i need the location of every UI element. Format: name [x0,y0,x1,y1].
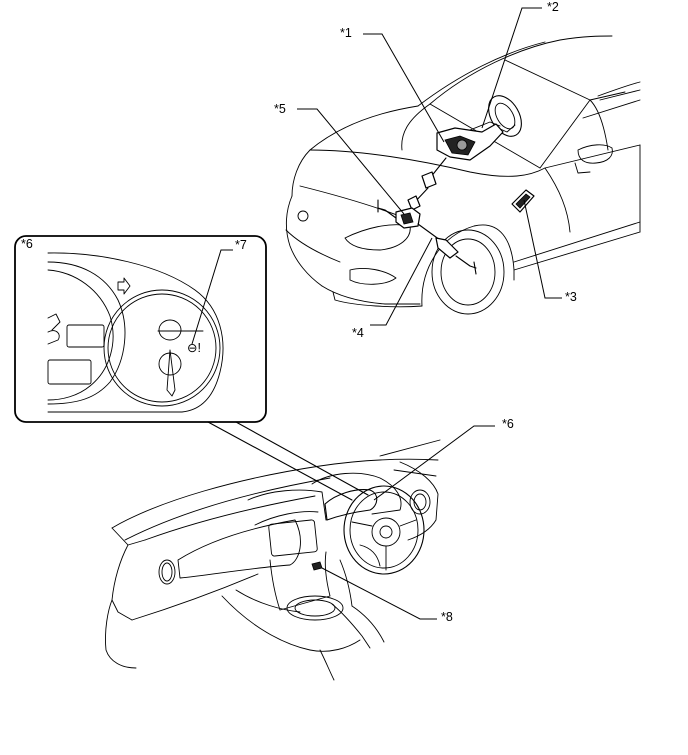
callout-3: *3 [565,290,577,304]
callout-7: *7 [235,238,247,252]
callout-5: *5 [274,102,286,116]
callout-4: *4 [352,326,364,340]
dashboard-illustration [105,439,441,681]
power-steering-warning-light: ⊖! [187,341,201,355]
callout-6: *6 [502,417,514,431]
combination-meter-inset: ⊖! [14,235,267,423]
leader-lines [191,7,562,620]
callout-8: *8 [441,610,453,624]
car-illustration [285,35,641,315]
callout-6-inset: *6 [21,237,33,251]
callout-2: *2 [547,0,559,14]
callout-1: *1 [340,26,352,40]
